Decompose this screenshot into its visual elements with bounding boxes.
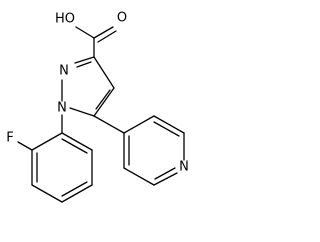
bond-ph-c2-f (17, 141, 33, 151)
fluorine-label: F (6, 131, 13, 146)
bond-carbonyl-double-b (97, 30, 117, 43)
pyridine-ring (93, 115, 185, 186)
bond-n1-c5 (69, 107, 95, 117)
bond-c4-c3 (93, 56, 115, 89)
bond-c5-pyridine (93, 115, 125, 134)
bond-ph-c6-c1 (61, 132, 93, 151)
bond-py-c3a-c2a (123, 167, 155, 186)
fluorophenyl-ring (17, 114, 93, 203)
bond-py-c2a-n (153, 172, 178, 186)
pyridine-n-label: N (179, 160, 189, 175)
carbonyl-oxygen-label: O (117, 11, 127, 26)
chemical-structure-diagram: HO O N N F N (6, 11, 189, 203)
bond-c5-c4-inner (95, 89, 111, 110)
bond-py-c2b-c3b-inner (153, 121, 180, 137)
carboxylic-acid-group (75, 26, 117, 58)
bond-c5-c4 (93, 87, 115, 117)
bond-ph-c6-c1-inner (61, 138, 88, 154)
pyrazole-ring (61, 56, 115, 117)
hydroxyl-label: HO (55, 12, 75, 27)
bond-ph-c4-c5-inner (61, 181, 88, 197)
bond-py-c3b-c4 (123, 115, 155, 134)
bond-ph-c1-c2 (31, 132, 63, 151)
bond-ph-c4-c5 (61, 184, 93, 203)
pyrazole-n2-label: N (59, 64, 69, 79)
bond-c3-n2 (74, 56, 95, 64)
bond-ph-c3-c4 (31, 184, 63, 203)
pyrazole-n1-label: N (57, 101, 67, 116)
bond-py-c2a-n-inner (154, 167, 176, 180)
bond-c3-n2-inner (76, 61, 92, 68)
bond-carbonyl-double-a (93, 26, 114, 39)
bond-carboxyl-oh (75, 26, 95, 39)
bond-py-c2b-c3b (153, 115, 185, 134)
